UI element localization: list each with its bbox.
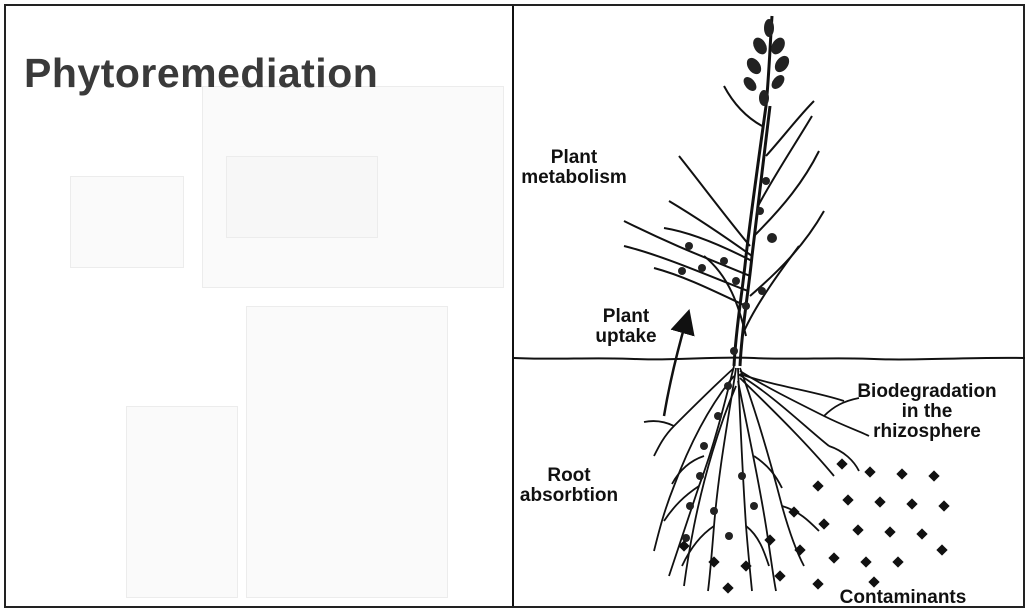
ground-line: [514, 358, 1025, 360]
label-plant-uptake: Plant uptake: [590, 307, 662, 347]
title-panel: Phytoremediation: [6, 6, 511, 606]
ghost-box: [226, 156, 378, 238]
ghost-box: [126, 406, 238, 598]
seed-head: [741, 19, 792, 106]
phytoremediation-diagram: Plant metabolism Plant uptake Biodegrada…: [514, 6, 1025, 606]
plant-illustration: [514, 6, 1025, 606]
plant-leaves: [624, 86, 824, 336]
label-plant-metabolism: Plant metabolism: [514, 148, 634, 188]
ghost-box: [70, 176, 184, 268]
uptake-arrow: [664, 321, 686, 416]
ghost-box: [246, 306, 448, 598]
label-root-absorption: Root absorbtion: [514, 466, 624, 506]
label-biodegradation: Biodegradation in the rhizosphere: [832, 382, 1022, 442]
label-contaminants: Contaminants: [828, 588, 978, 608]
page-title: Phytoremediation: [24, 50, 378, 97]
